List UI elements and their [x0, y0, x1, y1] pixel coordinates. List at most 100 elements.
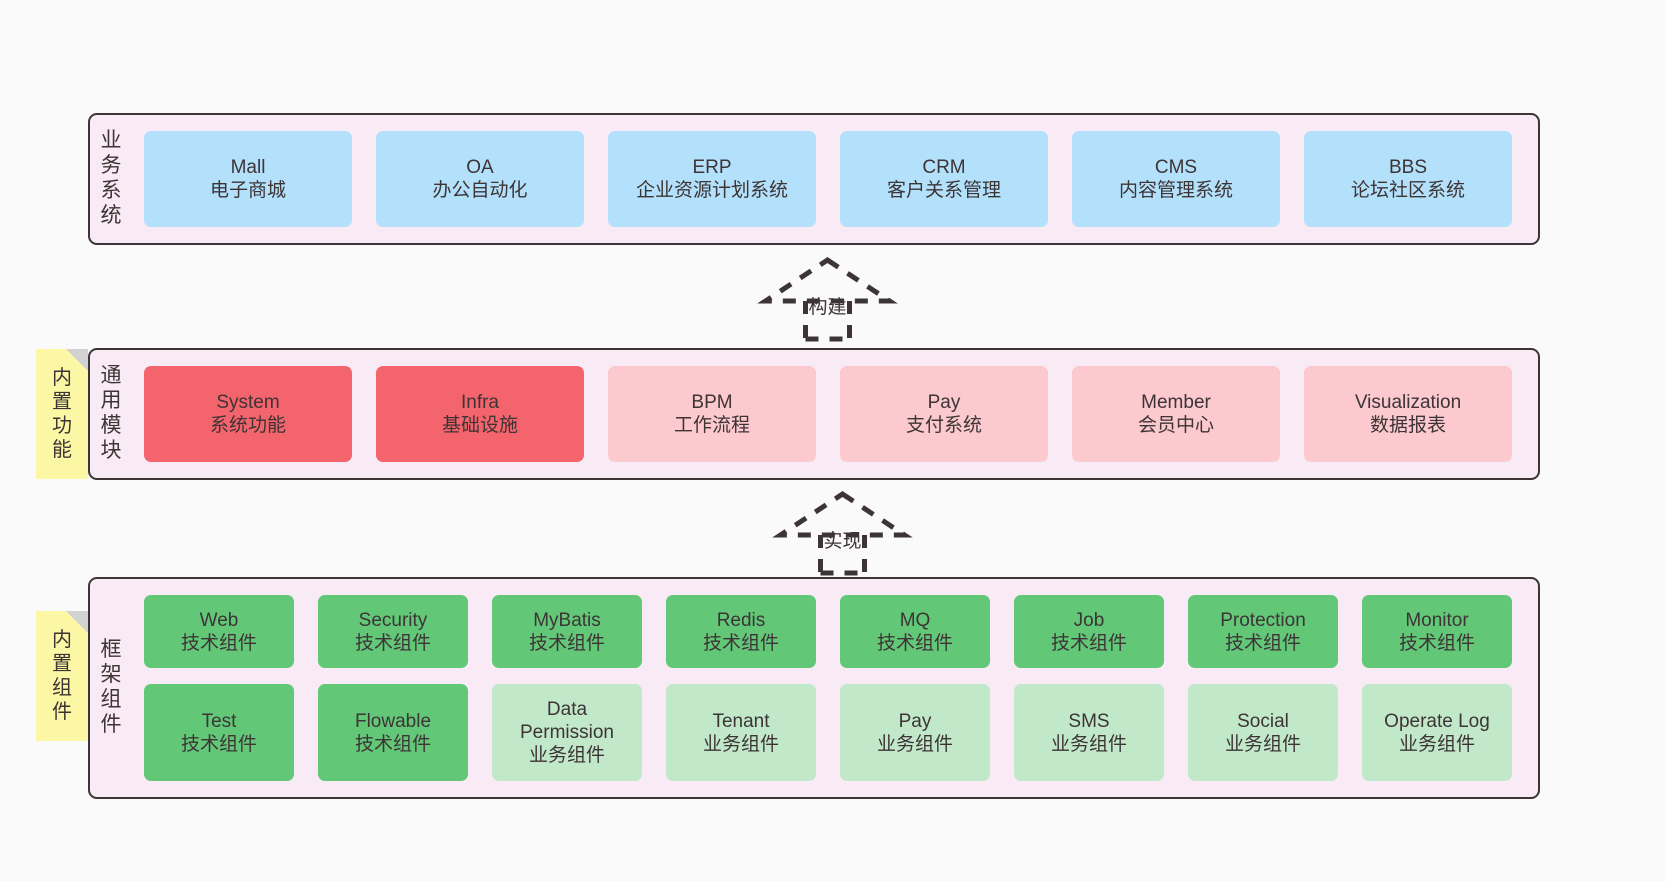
module-card-title: Member: [1141, 391, 1211, 413]
layer-side-label-char: 架: [100, 663, 122, 687]
module-card-subtitle: 技术组件: [180, 632, 257, 654]
module-card-title: CMS: [1154, 156, 1198, 178]
layer-side-label-framework-components: 框架组件: [90, 579, 132, 797]
layer-side-label-char: 框: [100, 638, 122, 662]
generalization-arrow-icon: [757, 257, 898, 342]
layer-side-label-char: 系: [100, 179, 122, 202]
module-card-title: Pay: [898, 710, 932, 732]
module-card-title: MyBatis: [533, 609, 601, 631]
sticky-note-common-modules: 内置功能: [36, 349, 88, 479]
connector-implement: 实现: [760, 491, 925, 576]
module-card-subtitle: 业务组件: [1224, 733, 1301, 755]
sticky-note-char: 件: [52, 701, 72, 723]
module-card-subtitle: 业务组件: [528, 745, 605, 767]
module-card-title: Security: [358, 609, 428, 631]
module-card-subtitle: 业务组件: [876, 733, 953, 755]
module-card-title: Infra: [460, 391, 500, 413]
module-card-subtitle: 基础设施: [441, 415, 518, 436]
layer-side-label-char: 块: [100, 438, 122, 462]
module-card-title: SMS: [1068, 710, 1110, 732]
module-card-subtitle: 系统功能: [209, 415, 286, 436]
module-card-title: OA: [466, 156, 494, 178]
sticky-note-char: 内: [52, 367, 72, 389]
module-card-subtitle: 企业资源计划系统: [635, 180, 788, 201]
module-card-title: System: [216, 391, 280, 413]
module-card-subtitle: 技术组件: [354, 632, 431, 654]
sticky-note-char: 功: [52, 415, 72, 437]
sticky-note-char: 组: [52, 677, 72, 699]
module-card-subtitle: 论坛社区系统: [1350, 180, 1465, 201]
layer-side-label-char: 通: [100, 364, 122, 388]
module-card-title: Job: [1073, 609, 1105, 631]
layer-side-label-business-systems: 业务系统: [90, 115, 132, 243]
generalization-arrow-icon: [772, 491, 913, 576]
layer-side-label-char: 务: [100, 154, 122, 178]
module-card-subtitle: 内容管理系统: [1118, 180, 1233, 201]
module-card-subtitle: 技术组件: [1050, 632, 1127, 654]
connector-label-implement: 实现: [823, 531, 862, 552]
module-card-title: Protection: [1220, 609, 1306, 631]
layer-side-label-char: 件: [100, 712, 122, 736]
module-card-title: Tenant: [712, 710, 770, 732]
module-card-title: Mall: [230, 156, 266, 178]
module-card-title: Social: [1237, 710, 1289, 732]
sticky-note-char: 内: [52, 629, 72, 651]
layer-side-label-char: 业: [100, 129, 122, 153]
module-card-subtitle: 技术组件: [180, 733, 257, 755]
module-card-subtitle: 技术组件: [354, 733, 431, 755]
sticky-note-char: 置: [52, 391, 72, 413]
module-card-subtitle: 数据报表: [1369, 415, 1446, 436]
module-card-subtitle: 业务组件: [1050, 733, 1127, 755]
module-card-title: ERP: [692, 156, 732, 178]
module-card-subtitle: 业务组件: [702, 733, 779, 755]
module-card-title: Operate Log: [1384, 710, 1490, 732]
module-card-title: Data Permission: [520, 698, 614, 744]
sticky-note-char: 能: [52, 439, 72, 461]
module-card-title: Web: [199, 609, 239, 631]
module-card-subtitle: 业务组件: [1398, 733, 1475, 755]
module-card-title: Flowable: [354, 710, 432, 732]
module-card-subtitle: 会员中心: [1137, 415, 1214, 436]
module-card-subtitle: 客户关系管理: [886, 180, 1001, 201]
connector-build: 构建: [745, 257, 910, 342]
module-card-title: CRM: [922, 156, 966, 178]
module-card-subtitle: 技术组件: [528, 632, 605, 654]
module-card-title: BPM: [691, 391, 733, 413]
